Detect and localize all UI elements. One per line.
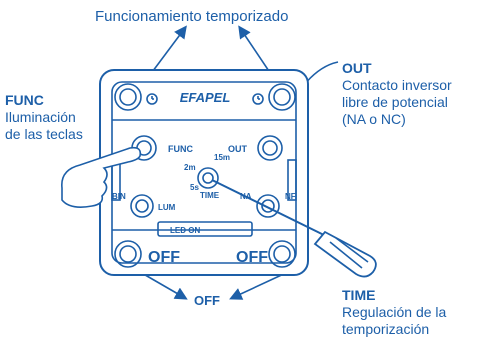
out-line3: (NA o NC) xyxy=(342,111,406,127)
dial-5s: 5s xyxy=(190,183,199,192)
time-callout: TIME Regulación de la temporización xyxy=(342,287,446,338)
bin-label: BIN xyxy=(112,192,126,201)
out-label: OUT xyxy=(228,144,248,154)
out-terminal xyxy=(257,135,283,161)
func-label: FUNC xyxy=(168,144,193,154)
func-line1: Iluminación xyxy=(5,109,76,125)
screw-top-left xyxy=(114,83,142,111)
na-label: NA xyxy=(240,192,252,201)
out-callout: OUT Contacto inversor libre de potencial… xyxy=(342,60,452,128)
top-label: Funcionamiento temporizado xyxy=(95,8,289,25)
off-left-label: OFF xyxy=(148,249,180,266)
screw-mid-left xyxy=(130,194,154,218)
arrow-bottom-left xyxy=(139,271,188,300)
brand-logo: EFAPEL xyxy=(180,90,231,105)
led-label: LED ON xyxy=(170,226,200,235)
bottom-off-label: OFF xyxy=(194,293,220,308)
dial-2m: 2m xyxy=(184,163,196,172)
out-line1: Contacto inversor xyxy=(342,77,452,93)
func-line2: de las teclas xyxy=(5,126,83,142)
hand-icon xyxy=(61,146,142,208)
led-bar xyxy=(157,221,253,237)
screw-bottom-right xyxy=(268,240,296,268)
arrow-bottom-right xyxy=(229,271,289,300)
out-line2: libre de potencial xyxy=(342,94,448,110)
out-title: OUT xyxy=(342,60,372,76)
func-callout: FUNC Iluminación de las teclas xyxy=(5,92,83,143)
time-title: TIME xyxy=(342,287,376,303)
func-title: FUNC xyxy=(5,92,44,108)
screw-mid-right xyxy=(256,194,280,218)
time-line2: temporización xyxy=(342,321,430,337)
nf-label: NF xyxy=(285,192,296,201)
time-label: TIME xyxy=(200,191,220,200)
screw-bottom-left xyxy=(114,240,142,268)
screw-top-right xyxy=(268,83,296,111)
time-line1: Regulación de la xyxy=(342,304,447,320)
lum-label: LUM xyxy=(158,203,176,212)
clock-icon-right xyxy=(252,93,264,105)
clock-icon-left xyxy=(146,93,158,105)
time-dial xyxy=(197,167,219,189)
screwdriver-shaft xyxy=(211,179,331,239)
off-right-label: OFF xyxy=(236,249,268,266)
dial-15m: 15m xyxy=(214,153,230,162)
